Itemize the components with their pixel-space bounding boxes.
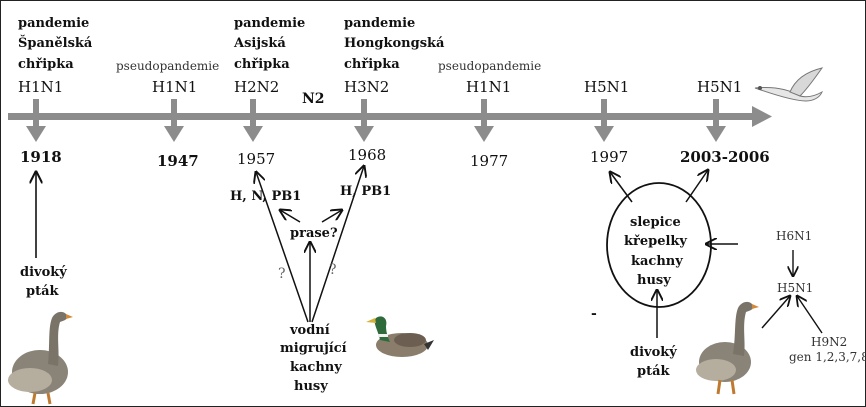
h9n2-label: H9N2: [811, 335, 847, 349]
event-1968: pandemie Hongkongská chřipka H3N2 1968: [344, 16, 445, 164]
svg-text:kachny: kachny: [631, 254, 683, 269]
event-subtype: H1N1: [18, 78, 63, 96]
event-name-line2: chřipka: [234, 57, 290, 72]
event-1957: pandemie Asijská chřipka H2N2 1957: [233, 16, 305, 168]
segments-1957: H, N, PB1: [230, 189, 301, 204]
event-subtype: H5N1: [584, 78, 629, 96]
reassortment-arrows: [256, 166, 364, 323]
svg-text:divoký: divoký: [630, 345, 677, 360]
svg-text:husy: husy: [294, 379, 328, 394]
event-type: pseudopandemie: [438, 59, 541, 73]
timeline-markers: [26, 99, 726, 142]
event-year: 1977: [470, 152, 508, 170]
event-subtype: H3N2: [344, 78, 389, 96]
svg-text:pták: pták: [26, 284, 60, 299]
svg-text:migrující: migrující: [280, 341, 347, 356]
svg-text:slepice: slepice: [630, 215, 681, 230]
arrow-pig-to-1957: [280, 210, 301, 223]
svg-text:vodní: vodní: [289, 323, 330, 338]
marker-2003: [706, 99, 726, 142]
event-year: 1997: [590, 148, 628, 166]
event-subtype: H5N1: [697, 78, 742, 96]
arrow-h9n2-to-h5n1: [797, 296, 823, 334]
arrow-to-1968: [311, 166, 364, 323]
h6n1-label: H6N1: [776, 229, 812, 243]
arrow-to-1957: [256, 172, 309, 323]
question-right: ?: [329, 262, 337, 278]
event-subtype: H2N2: [234, 78, 279, 96]
arrow-pig-to-1968: [321, 210, 342, 223]
dash-mark: -: [591, 306, 597, 322]
event-name-line2: chřipka: [18, 57, 74, 72]
wild-bird-right-label: divoký pták: [630, 345, 677, 379]
svg-text:husy: husy: [637, 273, 671, 288]
marker-1997: [594, 99, 614, 142]
genes-label: gen 1,2,3,7,8: [789, 350, 866, 364]
event-2003-2006: H5N1 2003-2006: [680, 78, 770, 166]
event-name-line2: chřipka: [344, 57, 400, 72]
event-1947: pseudopandemie H1N1 1947: [116, 59, 219, 170]
reassortant-labels: H6N1 H5N1 H9N2 gen 1,2,3,7,8: [776, 229, 866, 364]
event-subtype: H1N1: [466, 78, 511, 96]
timeline-arrowhead: [752, 106, 772, 127]
event-year: 2003-2006: [680, 148, 770, 166]
event-name-line1: Španělská: [18, 34, 93, 51]
poultry-label: slepice křepelky kachny husy: [624, 215, 687, 288]
svg-text:pták: pták: [637, 364, 671, 379]
event-name-line1: Hongkongská: [344, 36, 445, 51]
marker-1968: [354, 99, 374, 142]
svg-text:divoký: divoký: [20, 265, 67, 280]
question-left: ?: [278, 266, 286, 282]
h5n1-small-label: H5N1: [777, 281, 813, 295]
event-year: 1968: [348, 146, 386, 164]
water-birds-label: vodní migrující kachny husy: [280, 323, 347, 394]
goose-icon-left: [8, 311, 73, 405]
n2-label: N2: [302, 91, 325, 107]
duck-icon: [366, 316, 434, 357]
marker-1957: [243, 99, 263, 142]
goose-icon-right: [696, 301, 759, 395]
timeline-bar: [8, 113, 756, 120]
event-1977: pseudopandemie H1N1 1977: [438, 59, 541, 170]
svg-text:křepelky: křepelky: [624, 234, 687, 249]
arrow-goose-to-h5n1: [761, 296, 790, 329]
wild-bird-left-label: divoký pták: [20, 265, 67, 299]
flying-bird-icon: [754, 67, 824, 102]
marker-1947: [164, 99, 184, 142]
arrow-to-1997: [610, 172, 633, 203]
reassortant-arrows: [761, 250, 823, 334]
svg-text:kachny: kachny: [290, 360, 342, 375]
pig-label: prase?: [290, 226, 338, 241]
event-type: pseudopandemie: [116, 59, 219, 73]
event-name-line1: Asijská: [233, 36, 286, 51]
event-1997: H5N1 1997: [584, 78, 629, 166]
event-year: 1918: [20, 148, 62, 166]
segments-1968: H, PB1: [340, 184, 391, 199]
event-type: pandemie: [234, 16, 305, 31]
timeline: [8, 106, 772, 127]
reassortment-labels: H, N, PB1 H, PB1 prase? ? ?: [230, 184, 391, 282]
event-subtype: H1N1: [152, 78, 197, 96]
marker-1977: [474, 99, 494, 142]
event-1918: pandemie Španělská chřipka H1N1 1918: [18, 16, 93, 166]
event-year: 1957: [237, 150, 275, 168]
event-year: 1947: [157, 152, 199, 170]
poultry-arrows: [610, 170, 738, 338]
arrow-to-2003: [685, 170, 708, 203]
marker-1918: [26, 99, 46, 142]
event-type: pandemie: [18, 16, 89, 31]
event-type: pandemie: [344, 16, 415, 31]
